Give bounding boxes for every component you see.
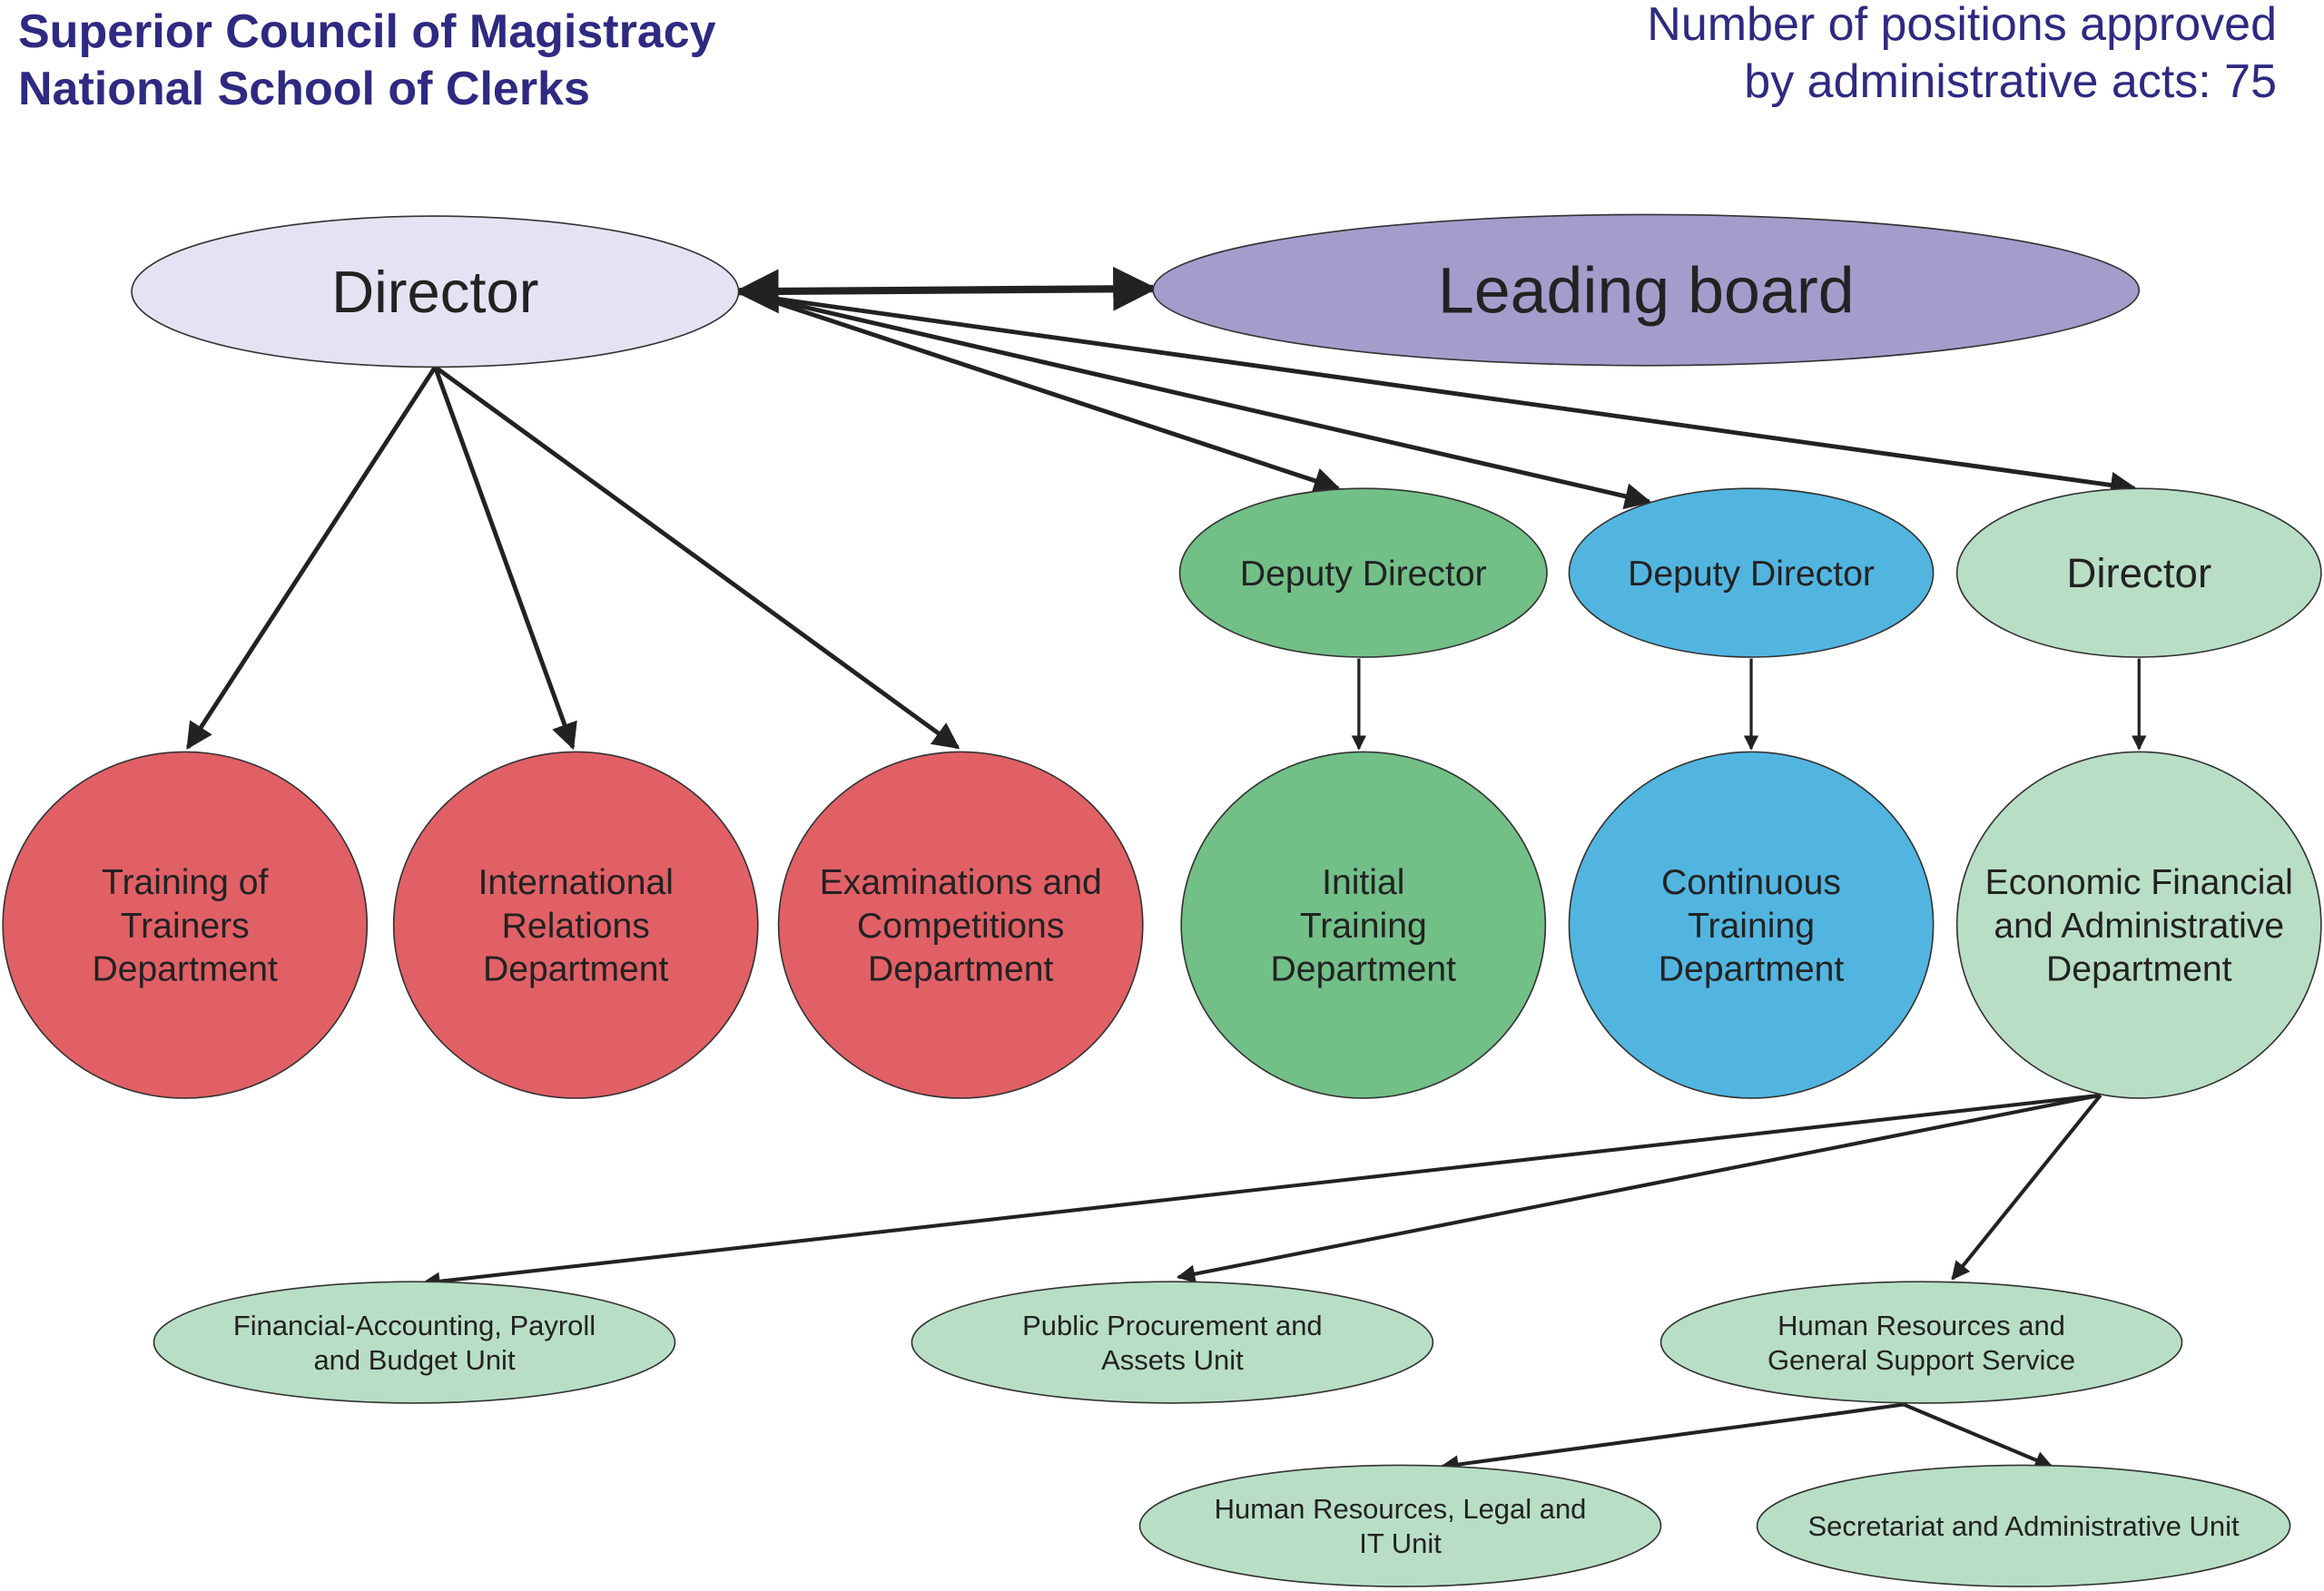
- node-label: Relations: [502, 907, 650, 946]
- node-economic-financial: Economic Financial and AdministrativeDepa…: [1955, 751, 2322, 1099]
- positions-note: Number of positions approved by administ…: [1647, 0, 2277, 111]
- node-label: Training: [1688, 907, 1815, 946]
- connector-arrow: [755, 293, 2138, 499]
- node-label: Assets Unit: [1101, 1344, 1244, 1376]
- node-label: General Support Service: [1768, 1344, 2075, 1376]
- node-label: Director: [331, 259, 538, 325]
- node-shape: [1955, 751, 2322, 1099]
- node-label: IT Unit: [1359, 1527, 1442, 1559]
- node-label: Training of: [102, 863, 269, 902]
- node-shape: [1955, 487, 2322, 658]
- node-shape: [131, 215, 740, 368]
- connector-arrow: [1951, 1094, 2102, 1281]
- node-secretariat: Secretariat and Administrative Unit: [1756, 1464, 2291, 1587]
- node-label: Department: [1271, 950, 1457, 989]
- connector-arrow: [185, 366, 438, 750]
- node-label: Examinations and: [820, 863, 1102, 902]
- node-shape: [1659, 1281, 2183, 1404]
- node-shape: [1756, 1464, 2291, 1587]
- node-shape: [1178, 487, 1548, 658]
- node-label: and Administrative: [1994, 907, 2284, 946]
- node-shape: [1568, 751, 1935, 1099]
- node-label: Human Resources and: [1777, 1310, 2065, 1341]
- node-label: Department: [2046, 950, 2232, 989]
- node-label: Continuous: [1661, 863, 1841, 902]
- node-shape: [153, 1281, 676, 1404]
- node-label: Human Resources, Legal and: [1215, 1493, 1587, 1525]
- node-shape: [777, 751, 1144, 1099]
- organization-title: Superior Council of Magistracy National …: [18, 4, 716, 118]
- connector-arrow: [433, 365, 960, 750]
- node-label: International: [478, 863, 674, 902]
- node-shape: [1152, 213, 2141, 367]
- connector-arrow: [1440, 1402, 1905, 1474]
- node-label: Training: [1300, 907, 1427, 946]
- node-label: Economic Financial: [1985, 863, 2293, 902]
- node-director: Director: [131, 215, 740, 368]
- connector-arrow: [755, 293, 1341, 494]
- node-label: Leading board: [1438, 255, 1855, 328]
- node-label: Financial-Accounting, Payroll: [233, 1310, 596, 1341]
- node-label: Secretariat and Administrative Unit: [1808, 1510, 2240, 1542]
- node-label: Initial: [1322, 863, 1404, 902]
- node-label: Trainers: [121, 907, 250, 946]
- node-label: Department: [483, 950, 669, 989]
- node-shape: [1180, 751, 1547, 1099]
- node-label: Competitions: [857, 907, 1064, 946]
- node-shape: [2, 751, 369, 1099]
- node-label: Department: [93, 950, 279, 989]
- connector-arrow: [1176, 1093, 2102, 1283]
- connector-arrow: [421, 1093, 2102, 1291]
- node-shape: [1138, 1464, 1662, 1587]
- node-deputy-director-1: Deputy Director: [1178, 487, 1548, 658]
- connector-arrow: [433, 366, 577, 751]
- node-label: Department: [868, 950, 1054, 989]
- node-deputy-director-2: Deputy Director: [1568, 487, 1935, 658]
- node-label: Deputy Director: [1628, 555, 1875, 594]
- node-director-2: Director: [1955, 487, 2322, 658]
- node-leading-board: Leading board: [1152, 213, 2141, 367]
- node-shape: [1568, 487, 1935, 658]
- node-label: Public Procurement and: [1022, 1310, 1323, 1341]
- positions-line-2: by administrative acts: 75: [1744, 55, 2277, 108]
- connector-arrow: [734, 266, 1158, 314]
- node-label: Director: [2066, 550, 2211, 596]
- positions-line-1: Number of positions approved: [1647, 0, 2277, 51]
- connector-arrow: [755, 293, 1652, 510]
- node-shape: [911, 1281, 1434, 1404]
- node-label: Department: [1659, 950, 1845, 989]
- org-line-2: National School of Clerks: [18, 63, 590, 115]
- node-label: Deputy Director: [1240, 555, 1487, 594]
- connector-arrow: [1903, 1402, 2053, 1469]
- node-label: and Budget Unit: [313, 1344, 515, 1376]
- node-shape: [392, 751, 759, 1099]
- org-line-1: Superior Council of Magistracy: [18, 5, 716, 58]
